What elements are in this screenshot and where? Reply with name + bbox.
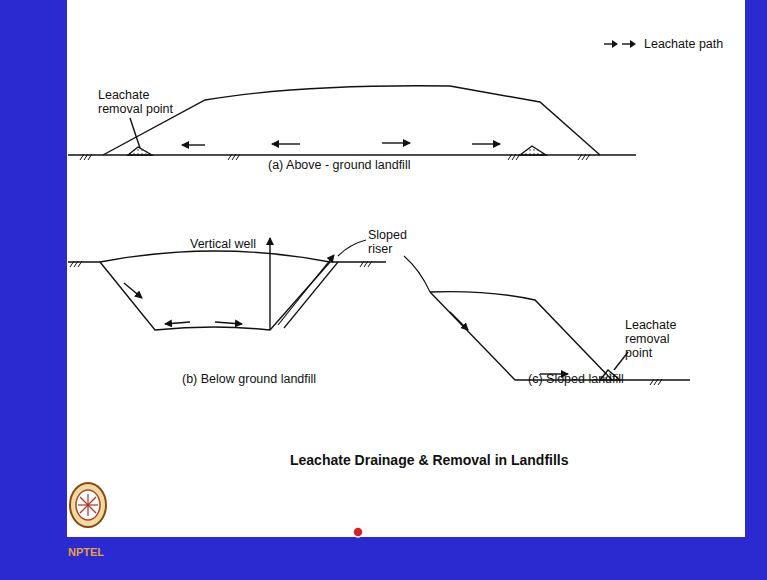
figure-label: (a) Above - ground landfill — [268, 158, 410, 172]
legend-text: Leachate path — [644, 37, 723, 51]
callout-label: Leachate removal point — [98, 88, 186, 116]
legend-row: Leachate path — [604, 37, 723, 51]
callout-label: Vertical well — [190, 237, 256, 251]
figure-caption: Leachate Drainage & Removal in Landfills — [290, 452, 569, 468]
figure-label: (c) Sloped landfill — [528, 372, 624, 386]
legend-arrow-sample — [604, 39, 638, 49]
callout-label: Leachate removal point — [625, 318, 685, 360]
figure-label: (b) Below ground landfill — [182, 372, 316, 386]
callout-label: Sloped riser — [368, 228, 416, 256]
logo-text: NPTEL — [68, 545, 104, 559]
nptel-logo — [70, 483, 106, 527]
